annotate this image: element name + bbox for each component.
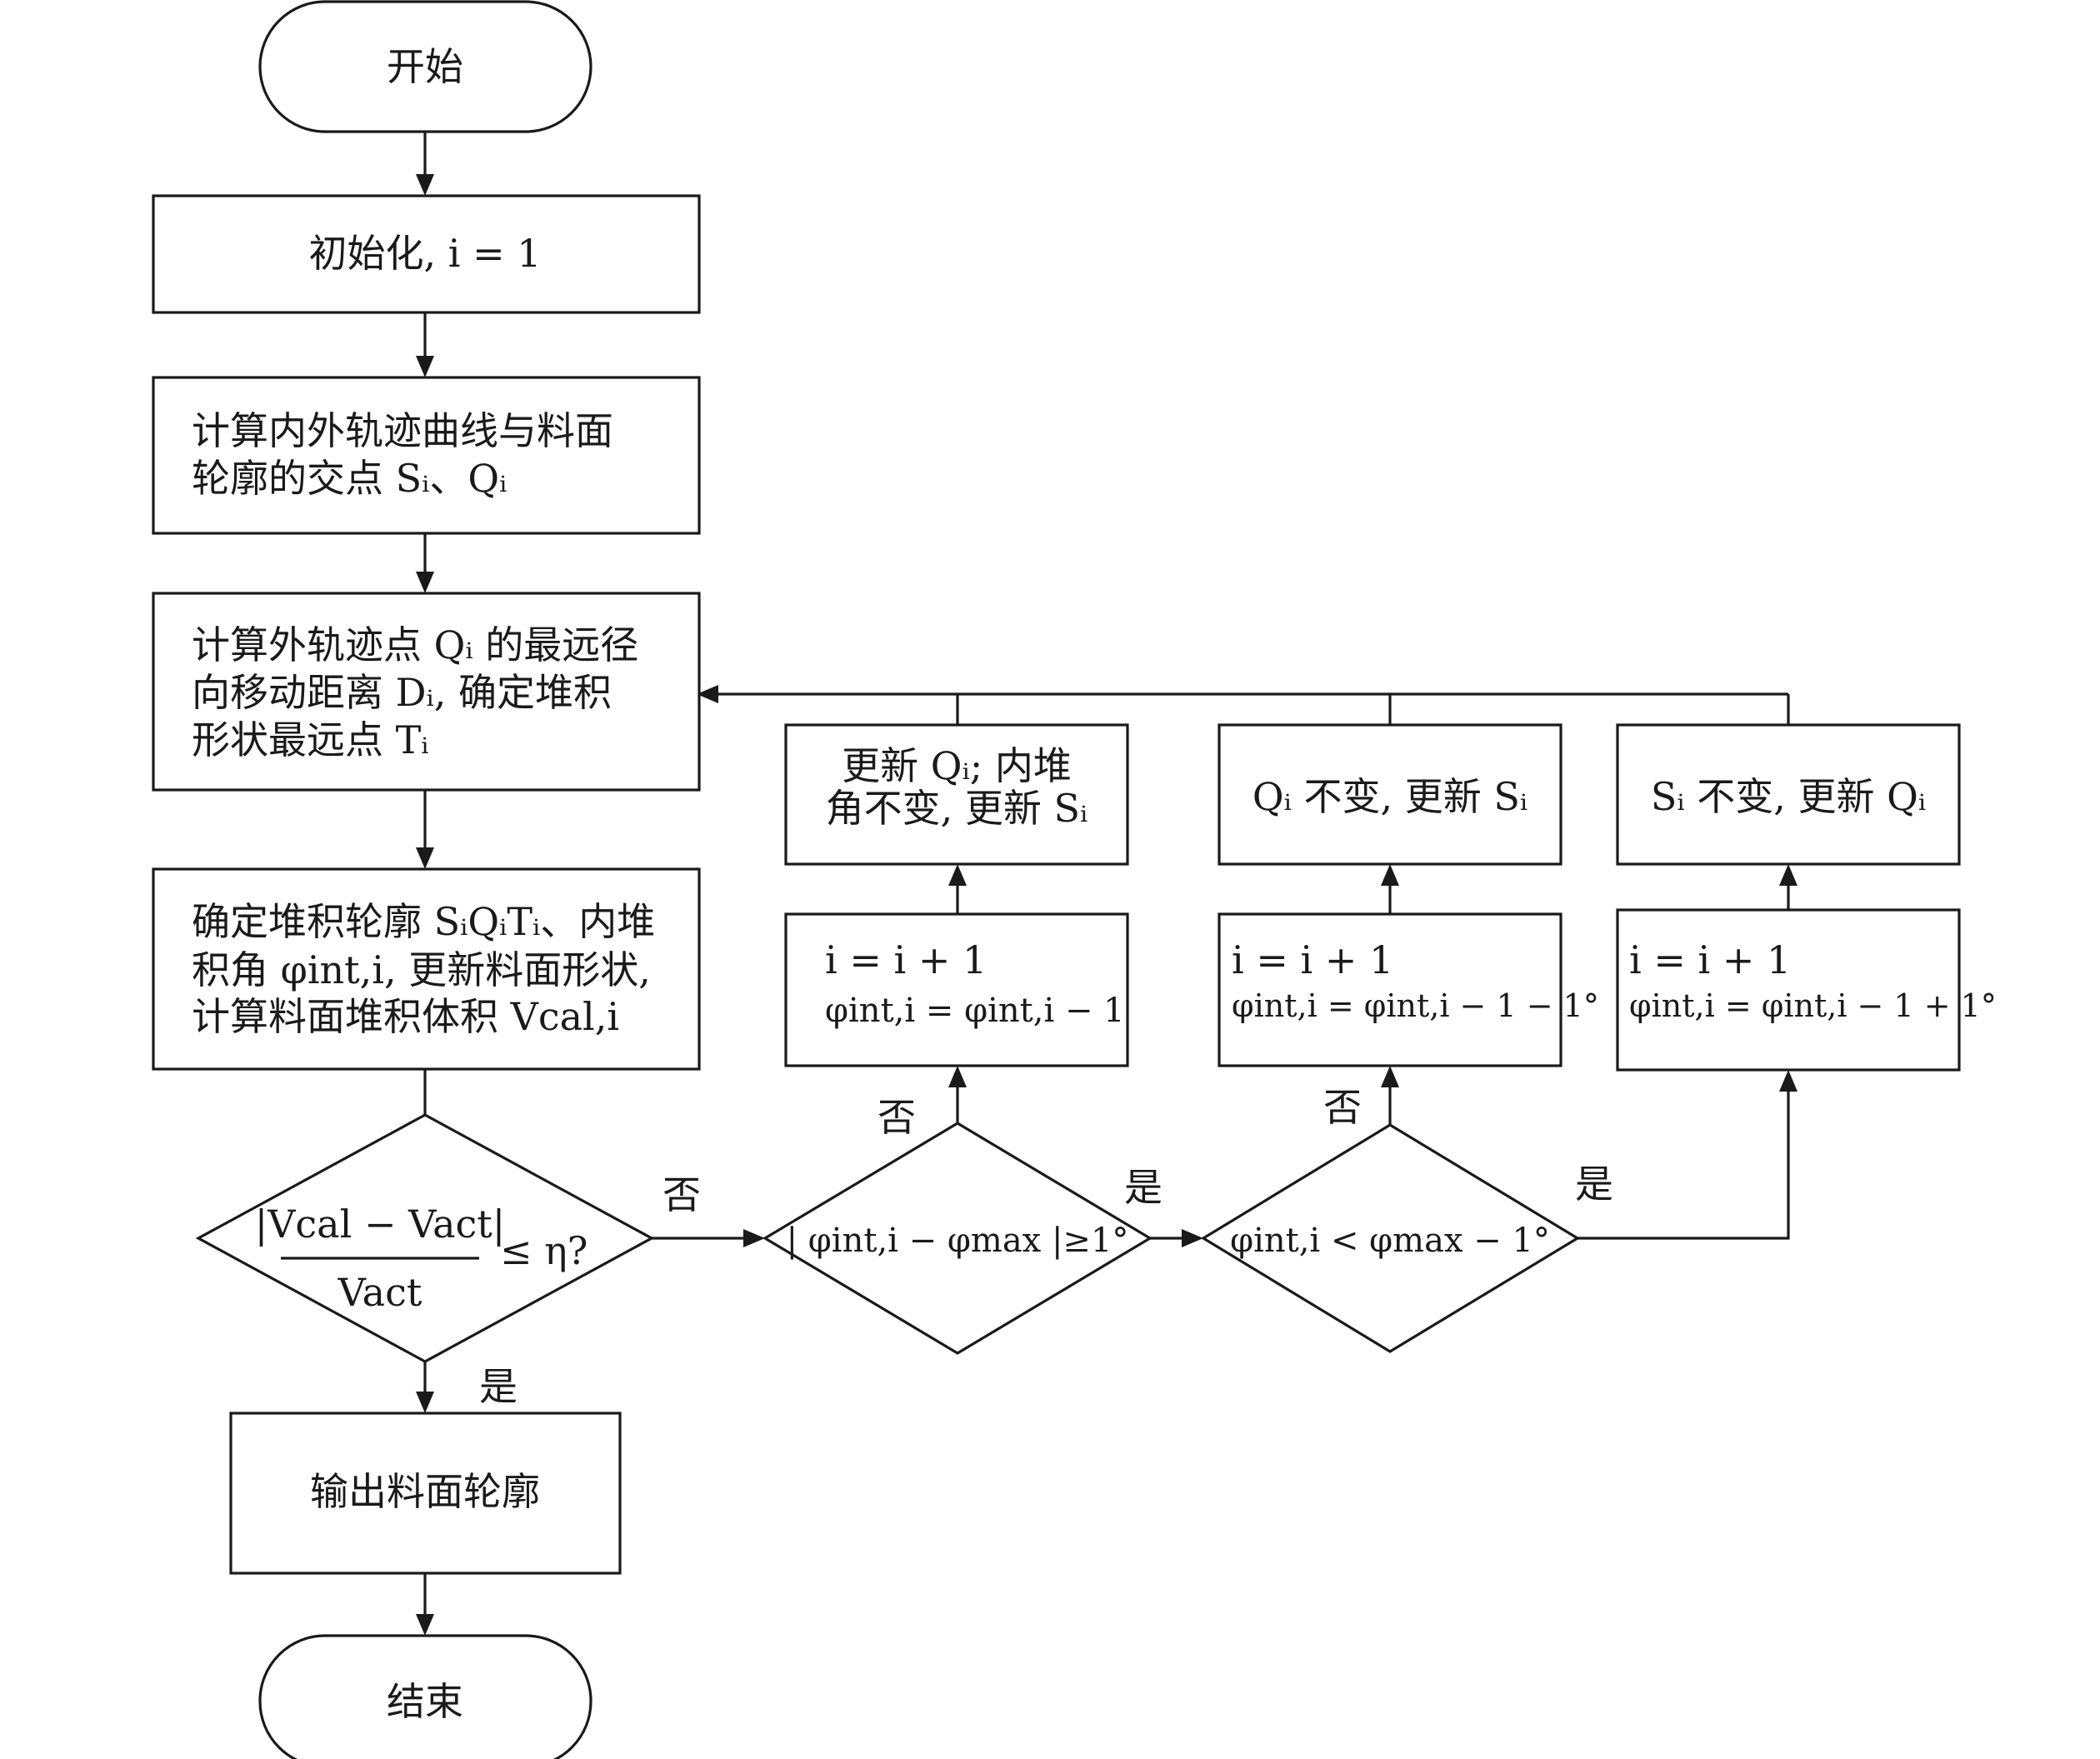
determine-profile-box	[152, 867, 701, 1071]
update-q2-label: Sᵢ 不变, 更新 Qᵢ	[1651, 774, 1926, 819]
determine-profile-line-3: 计算料面堆积体积 Vcal,i	[192, 994, 619, 1039]
init-box	[152, 194, 701, 314]
calc-farthest-line-2: 向移动距离 Dᵢ, 确定堆积	[192, 670, 612, 715]
arrowhead	[416, 1614, 434, 1636]
check-angle-diff-label: | φint,i − φmax |≥1°	[787, 1222, 1129, 1260]
arrowhead	[948, 864, 967, 886]
check-volume-diamond	[195, 1113, 655, 1363]
volume-yes-label: 是	[479, 1364, 518, 1409]
calc-intersections-box	[152, 376, 701, 535]
edge-less-yes	[1578, 1090, 1790, 1240]
check-volume-numerator: |Vcal − Vact|	[255, 1202, 506, 1247]
update-q-line-1: 更新 Qᵢ; 内堆	[842, 743, 1072, 788]
arrowhead	[1381, 864, 1399, 886]
inc-plus-line-1: i = i + 1	[1629, 937, 1791, 982]
end-terminal	[258, 1634, 592, 1759]
shapes	[152, 0, 1961, 1759]
arrowhead	[697, 685, 718, 703]
end-label: 结束	[387, 1679, 463, 1724]
inc-plus-line-2: φint,i = φint,i − 1 + 1°	[1629, 987, 1997, 1024]
diff-yes-label: 是	[1124, 1165, 1162, 1210]
determine-profile-line-1: 确定堆积轮廓 SᵢQᵢTᵢ、内堆	[192, 899, 655, 944]
inc-plus-box	[1616, 908, 1961, 1072]
arrowhead	[948, 1066, 967, 1087]
update-s-box	[1218, 723, 1562, 866]
arrowhead	[416, 356, 434, 377]
diff-no-label: 否	[878, 1095, 916, 1140]
labels: 开始 初始化, i = 1 计算内外轨迹曲线与料面 轮廓的交点 Sᵢ、Qᵢ 计算…	[192, 44, 1997, 1724]
calc-intersections-line-1: 计算内外轨迹曲线与料面	[192, 408, 613, 453]
update-q-box	[784, 723, 1129, 866]
connectors	[416, 132, 1798, 1636]
update-q-line-2: 角不变, 更新 Sᵢ	[826, 786, 1088, 831]
inc-minus-line-1: i = i + 1	[1232, 937, 1393, 982]
inc-minus-line-2: φint,i = φint,i − 1 − 1°	[1232, 987, 1599, 1024]
inc-minus-box	[1218, 912, 1562, 1067]
init-label: 初始化, i = 1	[308, 231, 541, 276]
arrowhead	[416, 1392, 434, 1413]
output-label: 输出料面轮廓	[310, 1469, 540, 1514]
update-q2-box	[1616, 723, 1961, 866]
arrowhead	[416, 572, 434, 593]
arrowhead	[1779, 864, 1798, 886]
start-terminal	[258, 0, 592, 133]
calc-farthest-box	[152, 592, 701, 792]
volume-no-label: 否	[662, 1172, 701, 1217]
calc-farthest-line-3: 形状最远点 Tᵢ	[192, 717, 429, 762]
start-label: 开始	[387, 44, 463, 89]
update-s-label: Qᵢ 不变, 更新 Sᵢ	[1252, 774, 1528, 819]
check-volume-threshold: ≤ η?	[500, 1228, 588, 1273]
less-no-label: 否	[1323, 1085, 1362, 1130]
inc-keep-line-1: i = i + 1	[825, 937, 987, 982]
check-angle-diff-diamond	[762, 1122, 1153, 1355]
output-box	[229, 1412, 622, 1575]
check-angle-less-diamond	[1200, 1123, 1581, 1353]
arrowhead	[1779, 1070, 1798, 1092]
less-yes-label: 是	[1575, 1162, 1613, 1207]
check-angle-less-label: φint,i < φmax − 1°	[1230, 1222, 1550, 1260]
arrowhead	[1381, 1066, 1399, 1087]
check-volume-denominator: Vact	[338, 1270, 422, 1315]
determine-profile-line-2: 积角 φint,i, 更新料面形状,	[192, 947, 651, 992]
arrowhead	[416, 174, 434, 196]
arrowhead	[1182, 1229, 1203, 1247]
arrowhead	[743, 1229, 765, 1247]
calc-farthest-line-1: 计算外轨迹点 Qᵢ 的最远径	[192, 622, 638, 667]
arrowhead	[416, 847, 434, 869]
inc-keep-line-2: φint,i = φint,i − 1	[825, 992, 1125, 1030]
calc-intersections-line-2: 轮廓的交点 Sᵢ、Qᵢ	[192, 456, 507, 501]
inc-keep-box	[784, 912, 1129, 1067]
